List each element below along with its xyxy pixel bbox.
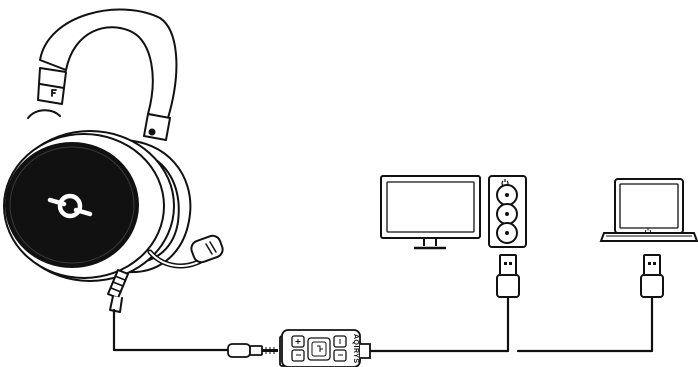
usb-plug-icon	[640, 254, 664, 298]
headset-cable	[112, 308, 230, 352]
headband-slider-right	[143, 113, 171, 141]
laptop-cable	[516, 294, 654, 353]
usb-plug-icon	[496, 254, 520, 298]
brand-label: AQIRYS	[352, 334, 359, 364]
laptop-icon	[599, 178, 698, 242]
speaker-tower-icon	[488, 175, 527, 248]
brand-logo-icon	[47, 193, 93, 219]
desktop-cable	[368, 294, 510, 353]
inline-remote-icon[interactable]: AQIRYS	[279, 329, 371, 367]
cable-exit	[109, 295, 123, 313]
headset-icon	[3, 8, 224, 313]
front-earcup-plate	[5, 142, 139, 268]
audio-jack-icon	[227, 343, 278, 358]
monitor-icon	[380, 175, 481, 250]
slider-screw-icon	[148, 128, 156, 136]
cable-lines	[112, 294, 654, 353]
mic-capsule	[190, 234, 224, 264]
slider-logo-icon	[51, 89, 57, 97]
